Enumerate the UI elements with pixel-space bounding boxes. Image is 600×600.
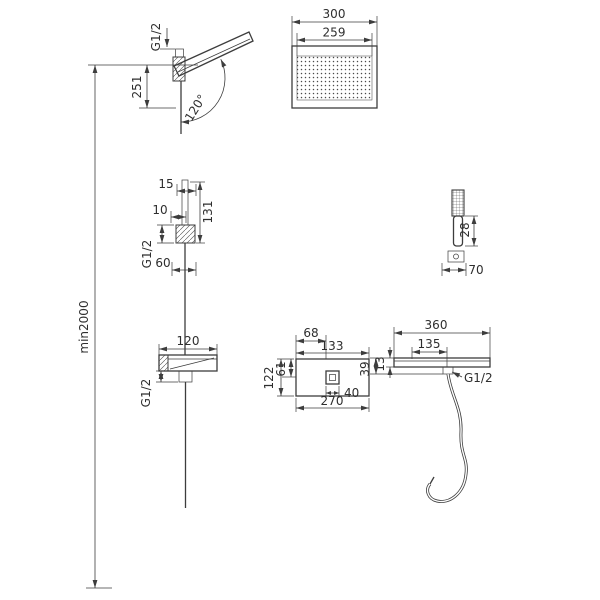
arrowhead bbox=[334, 391, 339, 395]
shower-head-profile bbox=[173, 31, 254, 77]
shelf-offset-label: 135 bbox=[418, 337, 441, 351]
head-front-view: 300 259 bbox=[291, 7, 378, 109]
mixer-handle-inner bbox=[329, 374, 336, 381]
head-drop-label: 251 bbox=[130, 76, 144, 99]
face-width-label: 259 bbox=[323, 26, 346, 40]
thread-stub bbox=[175, 48, 184, 58]
spout-thread-stub bbox=[178, 370, 193, 383]
head-front-body bbox=[291, 45, 378, 109]
holder-hole bbox=[453, 253, 459, 260]
arm-thread-label: G1/2 bbox=[140, 240, 154, 269]
spout-length-label: 120 bbox=[177, 334, 200, 348]
elbow-fitting bbox=[175, 224, 196, 244]
mixer-offset68-label: 68 bbox=[303, 326, 318, 340]
hose-end-fitting bbox=[429, 476, 435, 485]
overall-height-dimension: min2000 bbox=[77, 64, 198, 589]
mixer-offset133-label: 133 bbox=[321, 339, 344, 353]
head-width-label: 300 bbox=[323, 7, 346, 21]
mixer-handle40-label: 40 bbox=[344, 386, 359, 400]
holder-offset-label: 70 bbox=[468, 263, 483, 277]
mixer-handle bbox=[325, 370, 340, 385]
mixer-view: 68 133 61 122 40 270 bbox=[262, 326, 370, 412]
hose-outlet bbox=[442, 366, 454, 375]
arm-connection-detail: 15 10 131 G1/2 60 bbox=[140, 177, 215, 355]
overall-height-label: min2000 bbox=[77, 300, 91, 353]
shelf-thread-label: G1/2 bbox=[464, 371, 493, 385]
thread-leader bbox=[451, 371, 463, 378]
head-thread-label: G1/2 bbox=[149, 23, 163, 52]
hand-shower-view: 28 70 bbox=[441, 189, 484, 277]
arm-offset-top-label: 15 bbox=[158, 177, 173, 191]
arm-spacing-label: 60 bbox=[155, 256, 170, 270]
arm-offset-side-label: 10 bbox=[152, 203, 167, 217]
angle-arc bbox=[180, 59, 227, 125]
head-side-view: G1/2 251 120° bbox=[130, 23, 254, 134]
hand-shower-diameter-label: 28 bbox=[458, 222, 472, 237]
shower-holder bbox=[447, 250, 465, 263]
mixer-height122-label: 122 bbox=[262, 367, 276, 390]
head-angle-label: 120° bbox=[182, 92, 209, 124]
head-inner-line bbox=[177, 38, 251, 73]
shelf-width-label: 360 bbox=[425, 318, 448, 332]
mixer-plate bbox=[295, 358, 370, 397]
shelf-view: 360 135 G1/2 13 39 bbox=[358, 318, 493, 504]
arm-height-label: 131 bbox=[201, 201, 215, 224]
spout-wall-flange bbox=[158, 354, 169, 372]
spout-thread-label: G1/2 bbox=[139, 379, 153, 408]
spout-view: 120 G1/2 bbox=[139, 334, 218, 508]
shelf-drop-label: 39 bbox=[358, 361, 372, 376]
pipe-body bbox=[181, 179, 189, 226]
hand-shower-head bbox=[451, 189, 465, 217]
spout-slope-line bbox=[169, 357, 215, 370]
shower-hose-inner bbox=[426, 373, 468, 503]
spray-face bbox=[296, 55, 373, 101]
shelf-thickness-label: 13 bbox=[373, 356, 387, 371]
shelf-bar bbox=[393, 357, 491, 368]
arrowhead bbox=[326, 391, 331, 395]
mixer-width270-label: 270 bbox=[321, 394, 344, 408]
